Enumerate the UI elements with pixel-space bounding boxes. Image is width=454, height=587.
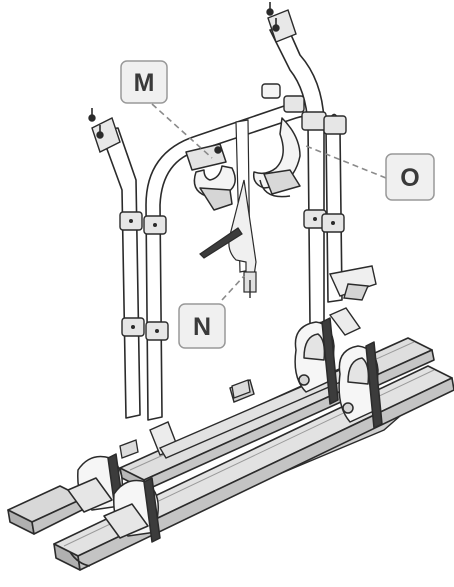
collar-bolts xyxy=(129,217,335,333)
wheel-holder-rear-right xyxy=(294,317,339,405)
frame-holder-O xyxy=(252,117,301,198)
crossbar-knob xyxy=(261,83,305,113)
wheel-holder-front-left xyxy=(103,477,161,543)
top-mount-bracket-left xyxy=(88,108,121,153)
rail-buckle xyxy=(119,379,251,459)
callout-M: M xyxy=(120,60,168,104)
frame-holder-M xyxy=(185,143,236,211)
lower-right-clamp xyxy=(328,265,377,301)
left-outer-tube xyxy=(99,127,141,419)
leader-lines xyxy=(151,103,387,301)
leader-line-N xyxy=(221,275,245,301)
wheel-holder-front-right xyxy=(338,341,383,429)
callout-O: O xyxy=(385,153,435,201)
wheel-rail-rear-end xyxy=(7,485,87,535)
callout-label-N: N xyxy=(193,313,211,341)
callout-N: N xyxy=(178,303,226,349)
callout-label-M: M xyxy=(134,69,155,97)
strap-N xyxy=(199,119,257,298)
callout-label-O: O xyxy=(400,164,419,192)
top-mount-bracket-right xyxy=(266,2,297,43)
leader-line-O xyxy=(305,145,387,179)
leader-line-M xyxy=(151,103,213,159)
